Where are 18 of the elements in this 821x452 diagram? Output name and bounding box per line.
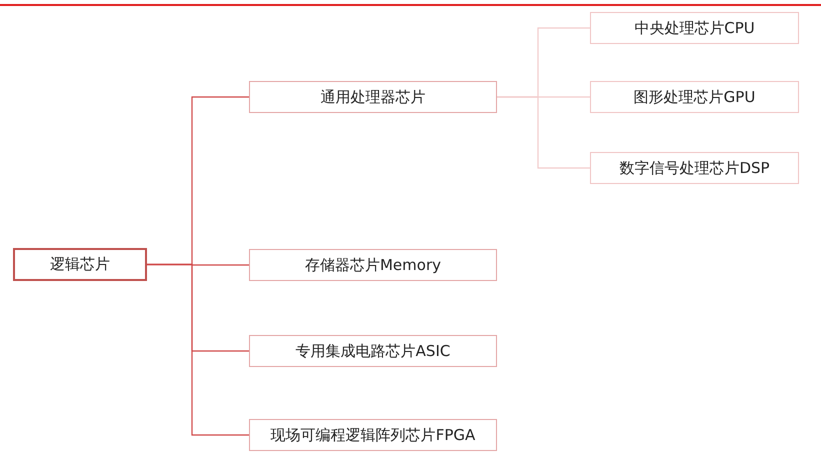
box-label: 通用处理器芯片 xyxy=(320,88,426,106)
category-box xyxy=(590,81,799,113)
box-label: 现场可编程逻辑阵列芯片FPGA xyxy=(270,426,476,444)
category-box xyxy=(590,152,799,184)
category-box xyxy=(249,249,497,281)
box-label: 专用集成电路芯片ASIC xyxy=(296,342,450,360)
connector-line xyxy=(497,96,590,169)
category-box xyxy=(249,419,497,451)
category-box xyxy=(249,81,497,113)
box-label: 中央处理芯片CPU xyxy=(634,18,755,38)
category-box xyxy=(590,12,799,44)
category-box xyxy=(13,248,147,281)
category-box xyxy=(249,335,497,367)
connector-line xyxy=(147,264,249,436)
box-label: 数字信号处理芯片DSP xyxy=(619,158,770,178)
box-label: 图形处理芯片GPU xyxy=(634,88,756,106)
box-label: 存储器芯片Memory xyxy=(304,256,441,274)
box-label: 逻辑芯片 xyxy=(50,255,110,274)
